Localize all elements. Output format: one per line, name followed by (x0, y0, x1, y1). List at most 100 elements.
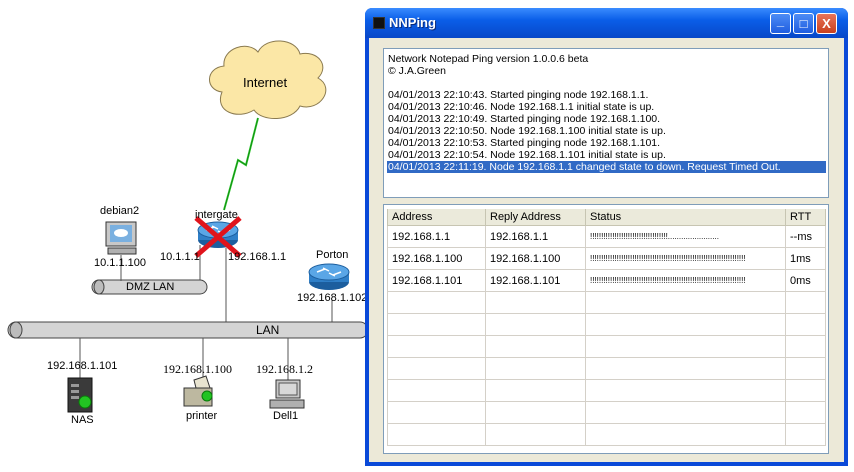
reply-address-cell (485, 313, 586, 336)
intergate-ip-right: 192.168.1.1 (228, 251, 287, 263)
reply-address-cell (485, 335, 586, 358)
porton-ip: 192.168.1.102 (297, 292, 368, 304)
log-line[interactable]: 04/01/2013 22:10:50. Node 192.168.1.100 … (388, 125, 666, 137)
reply-address-cell: 192.168.1.100 (485, 247, 586, 270)
status-cell (585, 291, 786, 314)
app-icon (373, 17, 385, 29)
reply-address-cell: 192.168.1.101 (485, 269, 586, 292)
status-cell (585, 379, 786, 402)
log-textbox[interactable]: Network Notepad Ping version 1.0.0.6 bet… (383, 48, 829, 198)
log-line[interactable]: 04/01/2013 22:10:43. Started pinging nod… (388, 89, 649, 101)
address-cell (387, 401, 486, 424)
rtt-cell: 1ms (785, 247, 826, 270)
log-line[interactable]: 04/01/2013 22:11:19. Node 192.168.1.1 ch… (387, 161, 826, 173)
title-bar[interactable]: NNPing _ □ X (365, 8, 848, 38)
rtt-cell: 0ms (785, 269, 826, 292)
status-cell (585, 313, 786, 336)
printer-name: printer (186, 410, 218, 422)
ping-grid[interactable]: Address Reply Address Status RTT 192.168… (383, 204, 829, 454)
router-down-x (194, 216, 242, 258)
nas-device (67, 377, 93, 413)
window-title: NNPing (389, 15, 436, 30)
address-cell (387, 423, 486, 446)
reply-address-cell (485, 357, 586, 380)
dmz-lan-label: DMZ LAN (126, 281, 175, 293)
internet-label: Internet (243, 75, 288, 90)
col-status-header[interactable]: Status (585, 209, 786, 226)
empty-row (387, 313, 826, 336)
maximize-button[interactable]: □ (793, 13, 814, 34)
internet-cloud (209, 40, 327, 119)
log-line[interactable]: 04/01/2013 22:10:54. Node 192.168.1.101 … (388, 149, 666, 161)
empty-row (387, 423, 826, 446)
reply-address-cell: 192.168.1.1 (485, 225, 586, 248)
log-line[interactable]: 04/01/2013 22:10:49. Started pinging nod… (388, 113, 661, 125)
empty-row (387, 357, 826, 380)
address-cell (387, 313, 486, 336)
lan-label: LAN (256, 323, 280, 337)
router-porton (308, 263, 350, 290)
rtt-cell: --ms (785, 225, 826, 248)
dell1-computer (269, 379, 305, 409)
reply-address-cell (485, 379, 586, 402)
col-address-header[interactable]: Address (387, 209, 486, 226)
nas-ip: 192.168.1.101 (47, 360, 118, 372)
status-cell (585, 401, 786, 424)
porton-name: Porton (316, 249, 349, 261)
dell1-name: Dell1 (273, 410, 299, 422)
rtt-cell (785, 335, 826, 358)
address-cell (387, 291, 486, 314)
empty-row (387, 335, 826, 358)
address-cell (387, 357, 486, 380)
address-cell: 192.168.1.100 (387, 247, 486, 270)
rtt-cell (785, 379, 826, 402)
dell1-ip: 192.168.1.2 (256, 362, 313, 376)
empty-row (387, 401, 826, 424)
log-line[interactable]: Network Notepad Ping version 1.0.0.6 bet… (388, 53, 589, 65)
ping-table: Address Reply Address Status RTT 192.168… (387, 209, 826, 446)
debian2-name: debian2 (100, 205, 140, 217)
reply-address-cell (485, 423, 586, 446)
intergate-ip-left: 10.1.1.1 (160, 251, 200, 263)
header-row: Address Reply Address Status RTT (387, 209, 826, 226)
printer-device (183, 375, 213, 407)
address-cell: 192.168.1.1 (387, 225, 486, 248)
log-line[interactable]: 04/01/2013 22:10:46. Node 192.168.1.1 in… (388, 101, 655, 113)
reply-address-cell (485, 401, 586, 424)
minimize-button[interactable]: _ (770, 13, 791, 34)
nnping-window: NNPing _ □ X Network Notepad Ping versio… (365, 8, 848, 466)
close-button[interactable]: X (816, 13, 837, 34)
rtt-cell (785, 423, 826, 446)
address-cell (387, 379, 486, 402)
debian2-ip: 10.1.1.100 (94, 257, 146, 269)
rtt-cell (785, 357, 826, 380)
lan-bus (7, 321, 369, 339)
address-cell: 192.168.1.101 (387, 269, 486, 292)
intergate-label: intergate (195, 209, 238, 221)
address-cell (387, 335, 486, 358)
rtt-cell (785, 313, 826, 336)
rtt-cell (785, 291, 826, 314)
col-reply-header[interactable]: Reply Address (485, 209, 586, 226)
col-rtt-header[interactable]: RTT (785, 209, 826, 226)
log-line[interactable]: © J.A.Green (388, 65, 446, 77)
rtt-cell (785, 401, 826, 424)
status-cell (585, 423, 786, 446)
log-line[interactable] (388, 77, 828, 89)
wan-link-bolt (223, 117, 259, 211)
status-cell: !!!!!!!!!!!!!!!!!!!!!!!!!!!!!!!!!!!!!!!!… (585, 247, 786, 270)
reply-address-cell (485, 291, 586, 314)
status-cell (585, 357, 786, 380)
log-line[interactable]: 04/01/2013 22:10:53. Started pinging nod… (388, 137, 661, 149)
empty-row (387, 291, 826, 314)
printer-ip: 192.168.1.100 (163, 362, 232, 376)
status-cell: !!!!!!!!!!!!!!!!!!!!!!!!!!!!!!!!!!!!!!!!… (585, 269, 786, 292)
status-cell: !!!!!!!!!!!!!!!!!!!!!!!!!!!!!!!!!!!.....… (585, 225, 786, 248)
status-cell (585, 335, 786, 358)
debian2-computer (105, 221, 137, 255)
window-client: Network Notepad Ping version 1.0.0.6 bet… (369, 38, 844, 462)
